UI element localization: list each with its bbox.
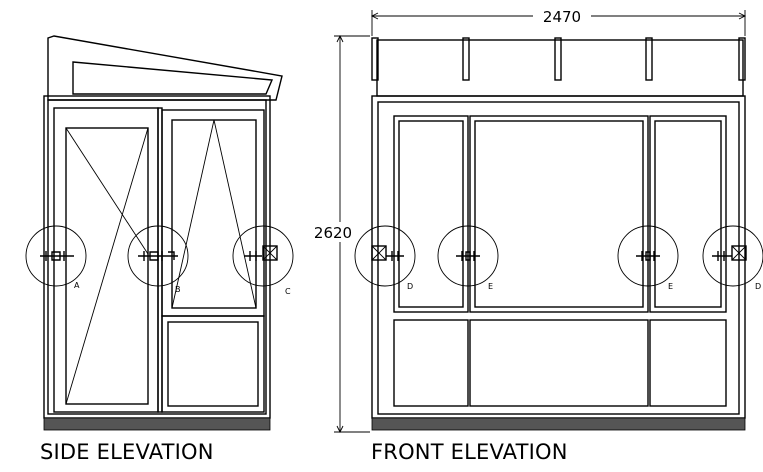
side-roof-inner-panel (72, 61, 274, 95)
detail-callout-d-right: D (702, 225, 763, 291)
side-door-glass (65, 127, 149, 405)
side-bottom-panel (161, 315, 265, 413)
detail-marker-e-left: E (488, 282, 493, 291)
detail-callout-c: C (232, 225, 294, 296)
section-box-c (262, 245, 278, 261)
height-label: 2620 (314, 224, 352, 242)
front-centre-light (469, 115, 649, 313)
detail-marker-e-right: E (668, 282, 673, 291)
section-symbol-d-left (386, 251, 404, 261)
height-label-bg (310, 222, 358, 242)
front-centre-panel (469, 319, 649, 407)
section-box-cross-d-left (371, 245, 387, 261)
section-box-d-left (371, 245, 387, 261)
front-centre-light-glass (474, 120, 644, 308)
side-roof-outline (47, 35, 283, 101)
detail-callout-a: A (25, 225, 87, 290)
section-box-d-right (731, 245, 747, 261)
detail-circle-a (25, 225, 87, 287)
section-box-cross-d-right (731, 245, 747, 261)
front-outer-frame (371, 95, 746, 419)
side-door-frame (53, 107, 159, 413)
detail-callout-b: B (127, 225, 189, 294)
detail-circle-b (127, 225, 189, 287)
detail-callout-e-right: E (617, 225, 679, 291)
side-elevation (43, 35, 283, 431)
section-symbol-c (244, 251, 262, 261)
front-roof-strip (376, 39, 744, 97)
detail-marker-a: A (74, 281, 80, 290)
side-top-light-glass (171, 119, 257, 309)
detail-circle-c (232, 225, 294, 287)
detail-callout-e-left: E (437, 225, 499, 291)
side-door-swing-line-2 (65, 127, 149, 255)
front-roof-bar-2 (462, 37, 470, 81)
side-top-light-opening-lines (171, 119, 257, 309)
front-roof-bar-3 (554, 37, 562, 81)
section-symbol-a (40, 251, 74, 261)
side-elevation-caption: SIDE ELEVATION (40, 440, 214, 464)
front-right-panel (649, 319, 727, 407)
front-inner-frame (377, 101, 740, 415)
side-sill (43, 417, 271, 431)
dimension-width: 2470 (370, 7, 747, 36)
side-outer-frame (43, 95, 271, 419)
side-bottom-panel-inner (167, 321, 259, 407)
detail-marker-b: B (175, 285, 181, 294)
height-arrow-top (336, 34, 344, 43)
side-door-swing-line-1 (65, 127, 149, 405)
front-roof-bar-5 (738, 37, 746, 81)
detail-circle-e-right (617, 225, 679, 287)
dimension-height: 2620 (310, 34, 370, 434)
front-left-panel (393, 319, 469, 407)
section-box-cross-c (262, 245, 278, 261)
detail-circle-d-left (354, 225, 416, 287)
front-left-light-glass (398, 120, 464, 308)
detail-marker-d-right: D (755, 282, 761, 291)
front-sill (371, 417, 746, 431)
section-symbol-e-right (636, 251, 660, 261)
width-label-bg (533, 7, 591, 25)
width-label: 2470 (543, 8, 581, 26)
section-symbol-b (138, 251, 178, 261)
front-roof-bar-1 (371, 37, 379, 81)
front-right-light-glass (654, 120, 722, 308)
front-right-light (649, 115, 727, 313)
detail-marker-c: C (285, 287, 291, 296)
detail-circle-d-right (702, 225, 763, 287)
detail-callout-d-left: D (354, 225, 416, 291)
width-arrow-left (370, 12, 379, 20)
detail-circle-e-left (437, 225, 499, 287)
front-elevation-caption: FRONT ELEVATION (371, 440, 568, 464)
detail-marker-d-left: D (407, 282, 413, 291)
front-roof-bar-4 (645, 37, 653, 81)
front-elevation (371, 37, 746, 431)
width-arrow-right (738, 12, 747, 20)
section-symbol-e-left (456, 251, 480, 261)
front-left-light (393, 115, 469, 313)
height-arrow-bottom (336, 425, 344, 434)
section-symbol-d-right (712, 251, 732, 261)
